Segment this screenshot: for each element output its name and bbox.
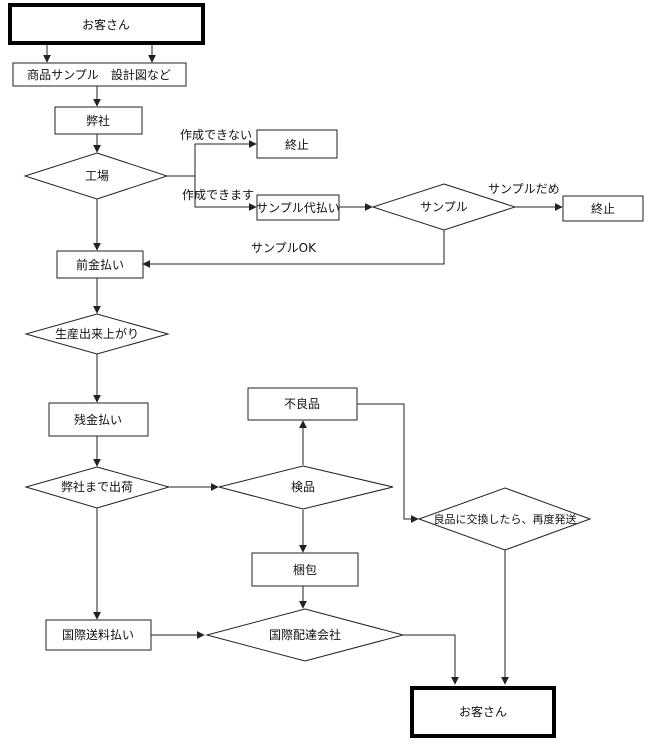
- node-advance-payment: 前金払い: [56, 250, 144, 279]
- node-ship-to-us: 弊社まで出荷: [24, 466, 171, 509]
- node-intl-courier: 国際配達会社: [205, 608, 405, 662]
- node-factory-label: 工場: [85, 169, 109, 183]
- node-samples-label: 商品サンプル 設計図など: [27, 67, 171, 82]
- node-production-done: 生産出来上がり: [24, 313, 170, 355]
- label-sample-ok: サンプルOK: [251, 241, 317, 255]
- node-balance-payment: 残金払い: [48, 402, 149, 437]
- node-our-company: 弊社: [54, 106, 143, 135]
- node-our-company-label: 弊社: [86, 113, 110, 128]
- node-defective-label: 不良品: [284, 396, 320, 411]
- node-packing: 梱包: [251, 552, 359, 587]
- node-intl-courier-label: 国際配達会社: [269, 627, 341, 642]
- node-stop-1: 終止: [256, 129, 338, 159]
- node-stop-2: 終止: [562, 195, 644, 222]
- node-advance-payment-label: 前金払い: [76, 257, 124, 272]
- node-customer-bottom-label: お客さん: [459, 704, 507, 719]
- label-cannot-make: 作成できない: [180, 128, 252, 142]
- node-intl-shipping-fee-label: 国際送料払い: [62, 627, 134, 642]
- node-customer-top-label: お客さん: [82, 17, 130, 32]
- node-factory: 工場: [23, 152, 169, 200]
- node-inspection-label: 検品: [291, 480, 315, 494]
- node-defective: 不良品: [247, 387, 358, 421]
- connectors: [43, 44, 563, 685]
- node-balance-payment-label: 残金払い: [74, 412, 122, 427]
- label-sample-ng: サンプルだめ: [488, 182, 560, 196]
- node-exchange-resend-label: 良品に交換したら、再度発送: [434, 512, 577, 526]
- node-sample-check-label: サンプル: [420, 200, 468, 214]
- node-samples: 商品サンプル 設計図など: [12, 62, 187, 87]
- node-production-done-label: 生産出来上がり: [55, 326, 139, 341]
- node-inspection: 検品: [218, 465, 394, 510]
- node-ship-to-us-label: 弊社まで出荷: [61, 479, 133, 494]
- node-stop-2-label: 終止: [591, 201, 615, 216]
- node-customer-bottom: お客さん: [410, 686, 556, 738]
- node-sample-fee-label: サンプル代払い: [256, 201, 340, 215]
- node-stop-1-label: 終止: [285, 137, 309, 152]
- node-sample-fee: サンプル代払い: [256, 194, 340, 221]
- node-customer-top: お客さん: [8, 3, 205, 45]
- node-intl-shipping-fee: 国際送料払い: [45, 619, 152, 651]
- node-packing-label: 梱包: [293, 563, 317, 577]
- node-exchange-resend: 良品に交換したら、再度発送: [417, 487, 592, 551]
- label-can-make: 作成できます: [182, 188, 254, 202]
- node-sample-check: サンプル: [371, 183, 517, 231]
